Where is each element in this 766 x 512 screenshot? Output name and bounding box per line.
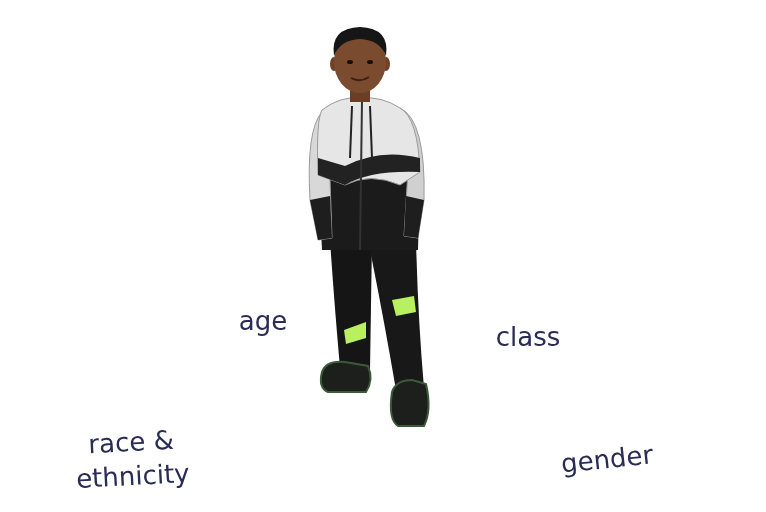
sleeve-cuff <box>404 196 424 238</box>
ellipse-fill <box>150 296 494 440</box>
venn-label: age <box>239 305 287 339</box>
ellipse-outline <box>228 362 720 512</box>
pant-stripe <box>392 296 416 316</box>
ellipse-outline <box>268 295 618 445</box>
left-leg <box>330 240 372 370</box>
hoodie-band <box>318 154 420 185</box>
eye <box>347 60 353 64</box>
left-shoe <box>321 362 371 392</box>
drawstring <box>350 106 352 158</box>
eye <box>367 60 373 64</box>
ellipse-fill <box>45 362 535 512</box>
venn-label: race & ethnicity <box>55 422 208 497</box>
venn-ellipse: age <box>150 296 494 440</box>
pant-stripe <box>344 322 366 344</box>
drawstring <box>370 106 372 158</box>
venn-ellipse: class <box>268 295 618 445</box>
ellipse-fill <box>268 295 618 445</box>
ellipse-fill <box>228 362 720 512</box>
venn-label: gender <box>559 438 654 481</box>
right-leg <box>368 240 424 390</box>
right-shoe <box>391 380 429 426</box>
venn-ellipse: gender <box>228 362 720 512</box>
venn-ellipse: race & ethnicity <box>45 362 535 512</box>
hair <box>334 27 387 56</box>
zipper <box>360 100 362 250</box>
sleeve-cuff <box>310 196 332 240</box>
ellipse-outline <box>150 296 494 440</box>
hoodie-upper <box>318 98 421 185</box>
smile <box>351 77 369 80</box>
venn-label: class <box>496 321 561 355</box>
